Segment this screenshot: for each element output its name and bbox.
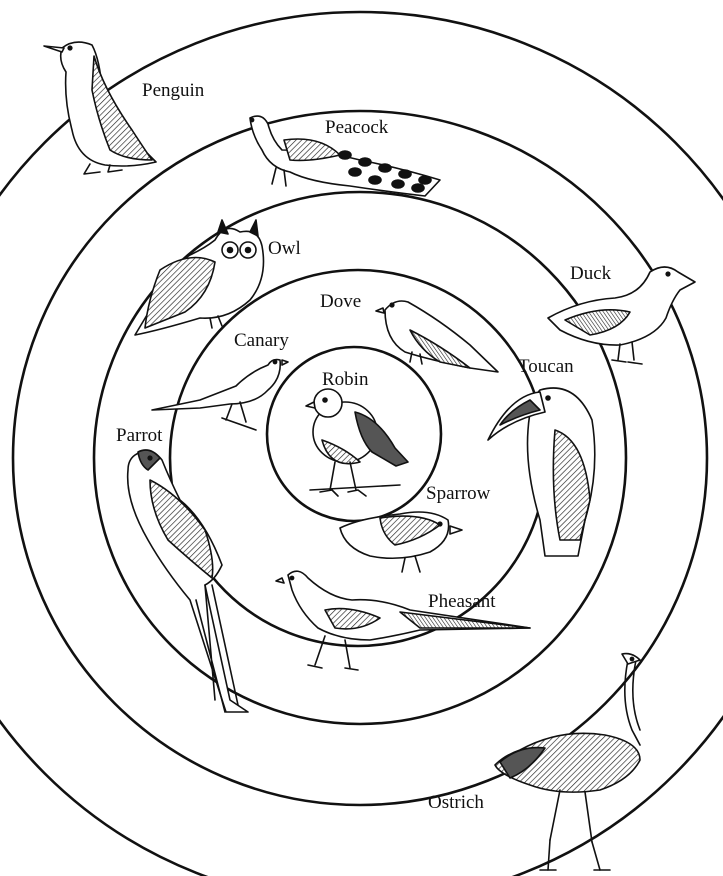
robin-illustration — [306, 389, 408, 496]
label-duck: Duck — [570, 263, 612, 284]
label-pheasant: Pheasant — [428, 591, 496, 612]
ostrich-illustration — [495, 654, 640, 870]
label-canary: Canary — [234, 330, 289, 351]
penguin-illustration — [44, 42, 156, 174]
label-parrot: Parrot — [116, 425, 163, 446]
pheasant-illustration — [276, 571, 530, 670]
dove-illustration — [376, 301, 498, 372]
label-toucan: Toucan — [518, 356, 574, 377]
label-dove: Dove — [320, 291, 361, 312]
owl-illustration — [135, 220, 264, 335]
label-sparrow: Sparrow — [426, 483, 491, 504]
label-robin: Robin — [322, 369, 369, 390]
sparrow-illustration — [340, 512, 462, 572]
label-penguin: Penguin — [142, 80, 205, 101]
label-owl: Owl — [268, 238, 301, 259]
parrot-illustration — [128, 450, 248, 712]
label-peacock: Peacock — [325, 117, 389, 138]
toucan-illustration — [488, 388, 595, 556]
label-ostrich: Ostrich — [428, 792, 484, 813]
